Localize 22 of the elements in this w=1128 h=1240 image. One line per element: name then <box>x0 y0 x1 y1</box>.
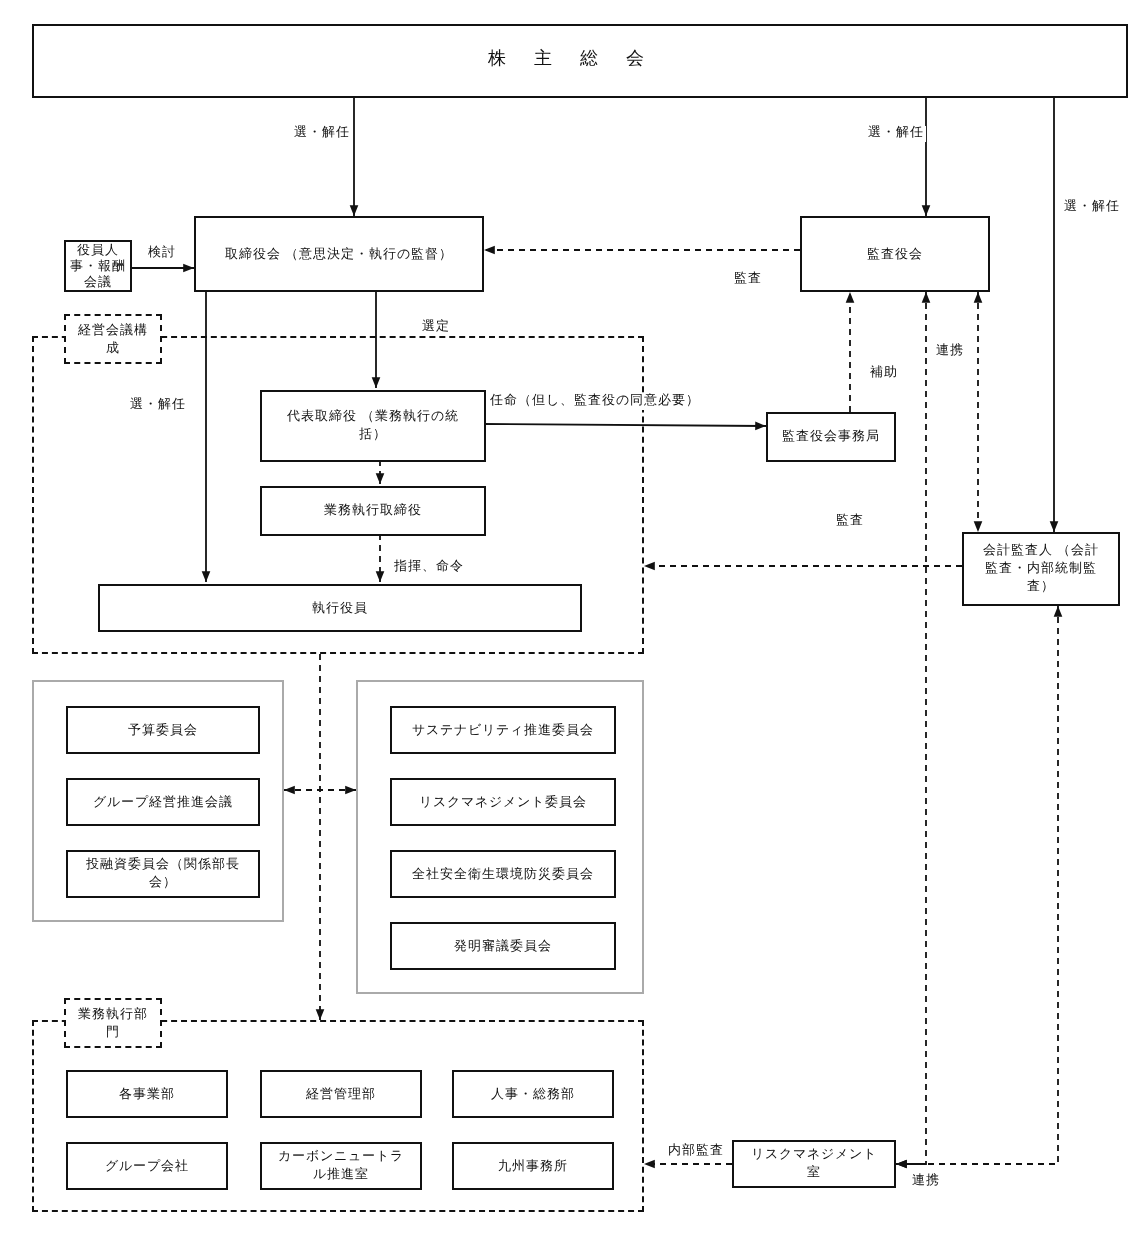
arrow <box>371 291 381 389</box>
arrow <box>375 533 385 583</box>
arrow <box>643 561 963 571</box>
arrow <box>375 459 385 485</box>
arrow <box>483 421 767 431</box>
panel-frame <box>356 680 644 994</box>
arrow <box>283 785 357 795</box>
arrow <box>201 291 211 583</box>
arrow <box>131 263 195 273</box>
arrow <box>643 1159 733 1169</box>
arrow <box>483 245 801 255</box>
arrow <box>1049 97 1059 533</box>
arrow <box>973 291 983 533</box>
arrow <box>921 97 931 217</box>
meeting-box: 株主総会 <box>32 24 1128 98</box>
arrow <box>349 97 359 217</box>
arrow <box>315 653 325 1021</box>
arrow <box>895 605 1063 1169</box>
arrow <box>845 291 855 413</box>
dashed-group-frame <box>32 1020 644 1212</box>
panel-frame <box>32 680 284 922</box>
dashed-group-frame <box>32 336 644 654</box>
